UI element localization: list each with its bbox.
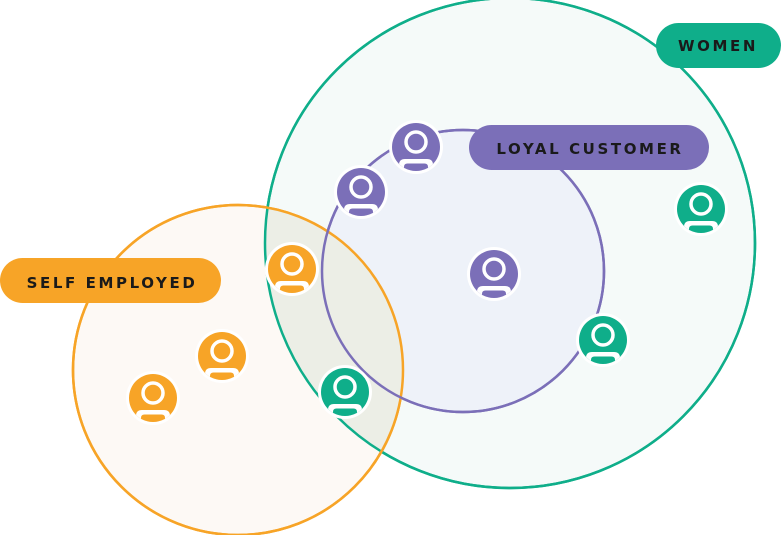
- person-icon: [334, 165, 388, 219]
- person-icon: [674, 182, 728, 236]
- loyal-customer-circle-outline: [320, 128, 606, 414]
- self-employed-label: SELF EMPLOYED: [0, 258, 221, 303]
- person-icon: [576, 313, 630, 367]
- overlap-region: [266, 205, 403, 487]
- self-employed-circle-outline: [71, 203, 405, 535]
- women-label-text: WOMEN: [678, 37, 758, 55]
- person-icon: [195, 329, 249, 383]
- person-icon: [389, 120, 443, 174]
- person-icon: [318, 365, 372, 419]
- person-icon: [467, 247, 521, 301]
- women-circle-outline: [263, 0, 757, 490]
- loyal-customer-label-text: LOYAL CUSTOMER: [496, 140, 683, 158]
- self-employed-label-text: SELF EMPLOYED: [27, 274, 198, 292]
- person-icon: [126, 371, 180, 425]
- women-label: WOMEN: [656, 23, 781, 68]
- person-icon: [265, 242, 319, 296]
- loyal-customer-label: LOYAL CUSTOMER: [469, 125, 709, 170]
